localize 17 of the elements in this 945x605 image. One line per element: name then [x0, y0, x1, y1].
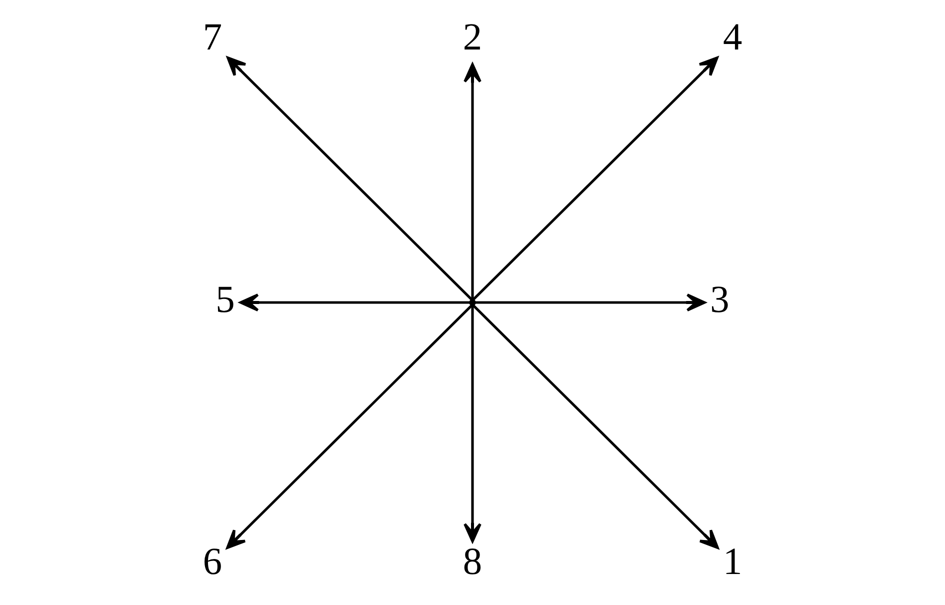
arrow	[226, 304, 474, 549]
arrow	[472, 56, 718, 301]
node-text: 2	[462, 16, 482, 59]
arrow	[464, 304, 482, 542]
node-text: 8	[462, 541, 482, 584]
node-text: 5	[216, 278, 235, 321]
node-text: 3	[710, 278, 730, 321]
arrow	[226, 56, 473, 301]
node-point	[469, 299, 476, 306]
arrow	[472, 304, 719, 549]
node-text: 7	[202, 16, 222, 59]
arrow	[239, 294, 470, 312]
node-text: 1	[722, 541, 742, 584]
arrow	[464, 63, 482, 300]
arrow	[475, 294, 706, 312]
node-text: 6	[202, 541, 222, 584]
node-text: 4	[722, 16, 742, 59]
